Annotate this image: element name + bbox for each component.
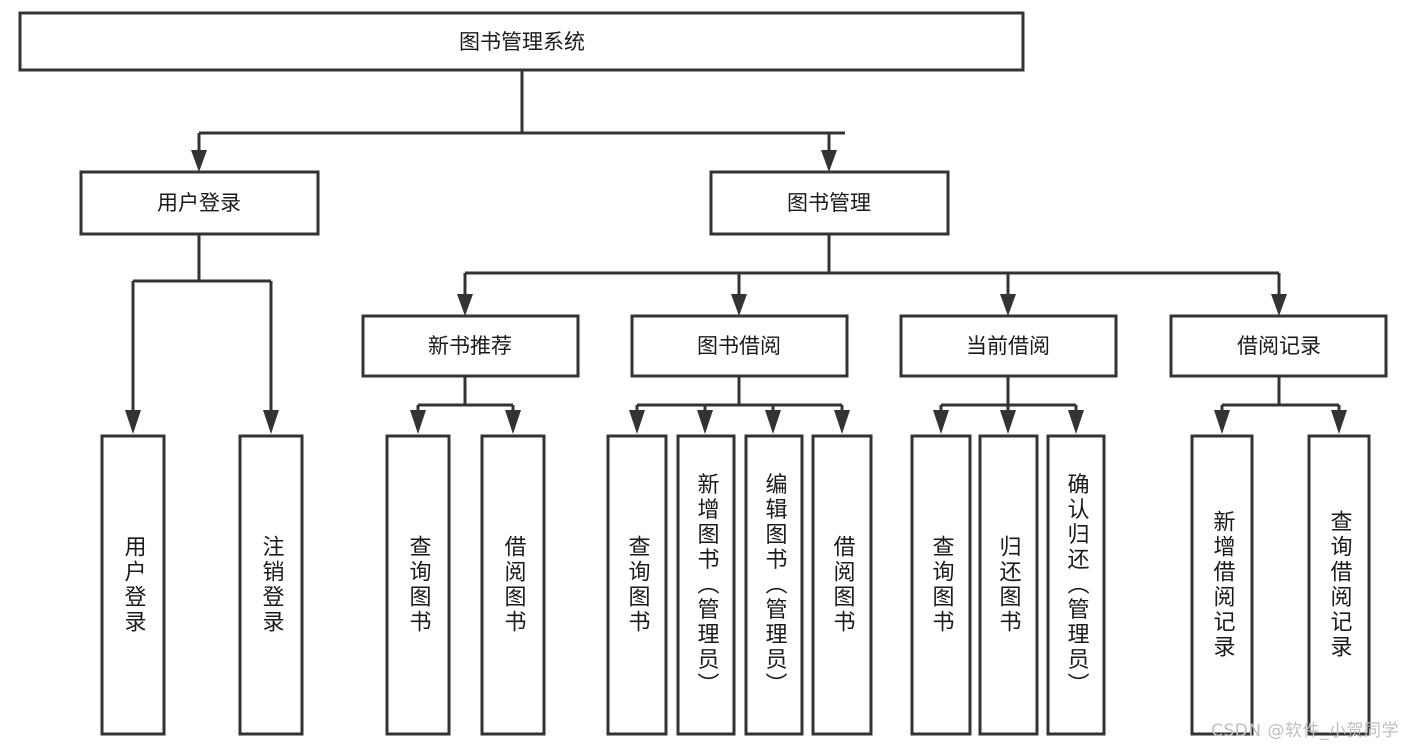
leaf-borrowrecord-query[interactable]: 查询借阅记录 [1307,434,1371,736]
leaf-user-login-logout-label: 注销登录 [259,535,285,635]
leaf-currentborrow-confirm[interactable]: 确认归还（管理员） [1046,434,1106,736]
leaf-bookborrow-borrow[interactable]: 借阅图书 [811,434,873,736]
node-root[interactable]: 图书管理系统 [18,11,1025,72]
leaf-currentborrow-return[interactable]: 归还图书 [978,434,1039,736]
leaf-bookborrow-edit[interactable]: 编辑图书（管理员） [744,434,804,736]
connector-userlogin-to-leaves [125,234,279,434]
leaf-bookborrow-add-label: 新增图书（管理员） [694,473,720,698]
leaf-newbook-query[interactable]: 查询图书 [385,434,451,736]
node-root-label: 图书管理系统 [459,30,585,54]
leaf-currentborrow-query[interactable]: 查询图书 [910,434,972,736]
connector-root-to-level2 [191,70,845,172]
connector-currentborrow-to-leaves [933,376,1084,434]
leaf-user-login-login-label: 用户登录 [121,535,147,635]
leaf-borrowrecord-add[interactable]: 新增借阅记录 [1190,434,1254,736]
node-current-borrow[interactable]: 当前借阅 [899,314,1118,378]
node-book-borrow-label: 图书借阅 [697,334,781,358]
leaf-newbook-borrow[interactable]: 借阅图书 [480,434,546,736]
connector-bookborrow-to-leaves [629,376,850,434]
connector-borrowrecord-to-leaves [1214,376,1347,434]
leaf-currentborrow-query-label: 查询图书 [929,535,955,635]
leaf-user-login-login[interactable]: 用户登录 [100,434,166,736]
node-book-management-label: 图书管理 [787,191,871,215]
leaf-bookborrow-add[interactable]: 新增图书（管理员） [676,434,736,736]
leaf-bookborrow-query-label: 查询图书 [625,535,651,635]
leaf-borrowrecord-add-label: 新增借阅记录 [1210,510,1236,660]
node-book-borrow[interactable]: 图书借阅 [630,314,849,378]
leaf-user-login-logout[interactable]: 注销登录 [238,434,304,736]
leaf-bookborrow-edit-label: 编辑图书（管理员） [762,473,788,698]
leaf-newbook-borrow-label: 借阅图书 [501,535,527,635]
leaf-currentborrow-return-label: 归还图书 [996,535,1022,635]
leaf-borrowrecord-query-label: 查询借阅记录 [1327,510,1353,660]
node-user-login[interactable]: 用户登录 [79,170,320,236]
leaf-currentborrow-confirm-label: 确认归还（管理员） [1064,473,1090,698]
leaf-bookborrow-query[interactable]: 查询图书 [606,434,668,736]
node-user-login-label: 用户登录 [157,191,241,215]
node-current-borrow-label: 当前借阅 [966,334,1050,358]
node-borrow-record[interactable]: 借阅记录 [1169,314,1388,378]
node-new-book-recommend[interactable]: 新书推荐 [361,314,580,378]
node-borrow-record-label: 借阅记录 [1237,334,1321,358]
leaf-newbook-query-label: 查询图书 [406,535,432,635]
connector-newbook-to-leaves [410,376,521,434]
node-book-management[interactable]: 图书管理 [709,170,950,236]
leaf-bookborrow-borrow-label: 借阅图书 [830,535,856,635]
connector-bookmgmt-to-level3 [457,234,1287,316]
node-new-book-recommend-label: 新书推荐 [428,334,512,358]
